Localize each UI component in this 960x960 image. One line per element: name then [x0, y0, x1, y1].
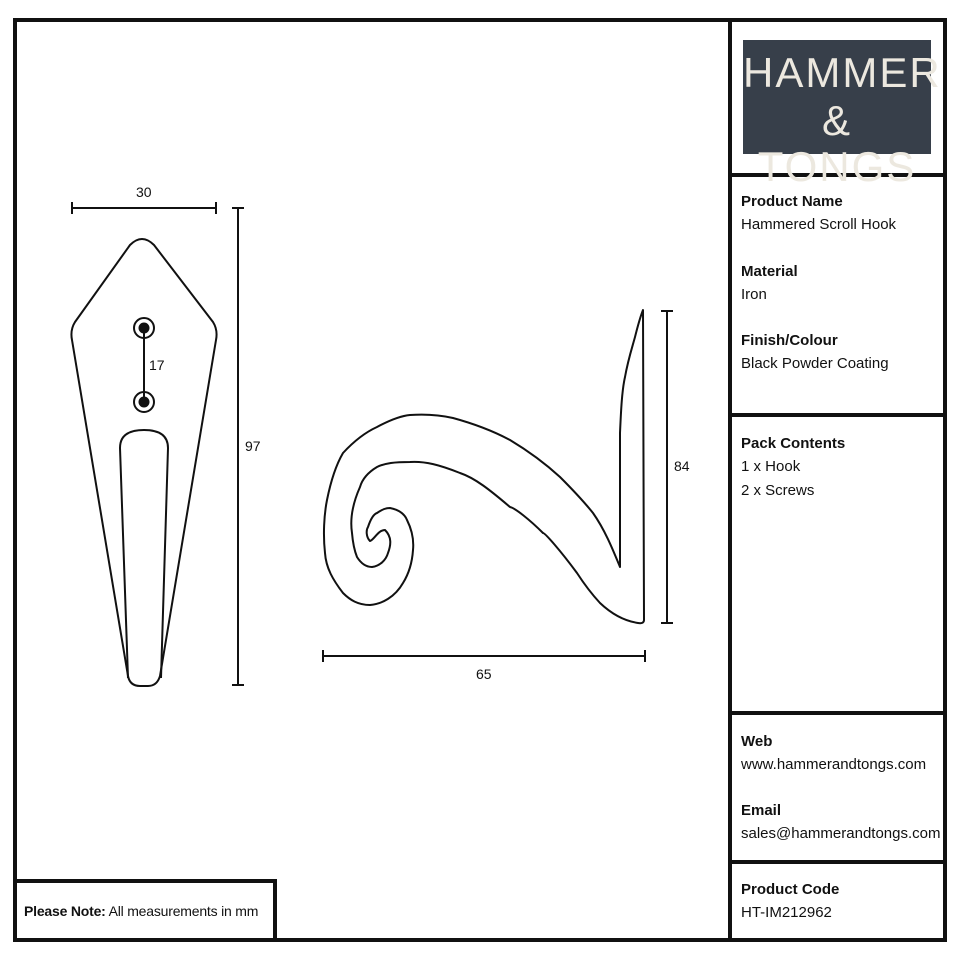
brand-logo: HAMMER & TONGS — [743, 40, 942, 190]
panel-divider — [728, 18, 732, 942]
front-width-label: 30 — [136, 184, 152, 200]
finish: Black Powder Coating — [741, 355, 889, 372]
divider — [728, 860, 946, 864]
dimension-lines — [71, 202, 673, 686]
finish-label: Finish/Colour — [741, 332, 838, 349]
screw-spacing-label: 17 — [149, 357, 165, 373]
pack-item: 1 x Hook — [741, 458, 801, 475]
note-label: Please Note: — [24, 903, 106, 919]
product-name-label: Product Name — [741, 193, 843, 210]
side-depth-label: 65 — [476, 666, 492, 682]
divider — [728, 711, 946, 715]
divider — [728, 173, 946, 177]
email-label: Email — [741, 802, 782, 819]
product-code: HT-IM212962 — [741, 904, 832, 921]
web-link[interactable]: www.hammerandtongs.com — [741, 756, 927, 773]
logo-line-1: HAMMER — [743, 49, 942, 96]
side-height-label: 84 — [674, 458, 690, 474]
backplate-outline — [70, 238, 218, 687]
drawing-frame — [13, 18, 947, 942]
note-text: All measurements in mm — [108, 903, 259, 919]
hook-arm-outline — [119, 429, 169, 679]
material-label: Material — [741, 263, 798, 280]
pack-contents-label: Pack Contents — [741, 435, 846, 452]
front-height-label: 97 — [245, 438, 261, 454]
material: Iron — [741, 286, 767, 303]
divider — [728, 413, 946, 417]
front-view-hook — [70, 238, 218, 687]
pack-item: 2 x Screws — [741, 482, 815, 499]
note-box — [13, 879, 277, 941]
logo-line-2: & TONGS — [757, 97, 917, 190]
product-code-label: Product Code — [741, 881, 840, 898]
email-link[interactable]: sales@hammerandtongs.com — [741, 825, 941, 842]
side-view-scroll-hook — [322, 309, 645, 625]
product-name: Hammered Scroll Hook — [741, 216, 897, 233]
measurement-note: Please Note: All measurements in mm — [24, 903, 258, 919]
web-label: Web — [741, 733, 773, 750]
